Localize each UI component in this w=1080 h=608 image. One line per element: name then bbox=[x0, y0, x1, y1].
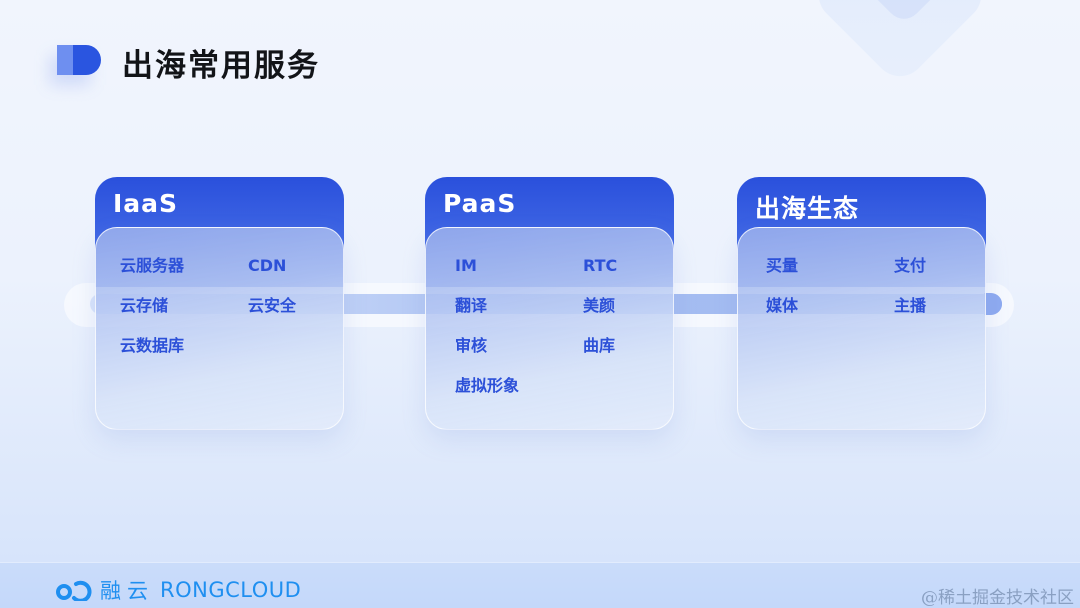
service-item: 美颜 bbox=[583, 296, 616, 315]
service-item: CDN bbox=[248, 256, 287, 275]
service-list: 买量 支付 媒体 主播 bbox=[766, 256, 976, 316]
service-item: 虚拟形象 bbox=[455, 376, 520, 395]
service-item: 媒体 bbox=[766, 296, 799, 315]
service-item: IM bbox=[455, 256, 477, 275]
service-item: 云存储 bbox=[120, 296, 169, 315]
logo-text-cn: 融云 bbox=[100, 579, 154, 603]
rongcloud-logo: 融云 RONGCLOUD bbox=[56, 575, 301, 605]
card-iaas: IaaS 云服务器 CDN 云存储 云安全 云数据库 bbox=[95, 177, 344, 430]
footer: 融云 RONGCLOUD @稀土掘金技术社区 bbox=[0, 562, 1080, 608]
service-item: 翻译 bbox=[455, 296, 488, 315]
card-paas: PaaS IM RTC 翻译 美颜 审核 曲库 虚拟形象 bbox=[425, 177, 674, 430]
service-list: IM RTC 翻译 美颜 审核 曲库 虚拟形象 bbox=[455, 256, 665, 396]
service-item: 主播 bbox=[894, 296, 927, 315]
service-item: 云数据库 bbox=[120, 336, 185, 355]
card-title: PaaS bbox=[443, 189, 517, 218]
service-item: 云安全 bbox=[248, 296, 297, 315]
card-title: 出海生态 bbox=[755, 194, 860, 223]
service-item: 云服务器 bbox=[120, 256, 185, 275]
service-list: 云服务器 CDN 云存储 云安全 云数据库 bbox=[120, 256, 330, 356]
watermark: @稀土掘金技术社区 bbox=[921, 588, 1074, 608]
service-item: 支付 bbox=[894, 256, 927, 275]
service-item: 曲库 bbox=[583, 336, 616, 355]
service-item: 审核 bbox=[455, 336, 488, 355]
title-marker-icon bbox=[57, 45, 101, 75]
card-title: IaaS bbox=[113, 189, 179, 218]
card-body: 云服务器 CDN 云存储 云安全 云数据库 bbox=[95, 227, 344, 430]
card-ecosystem: 出海生态 买量 支付 媒体 主播 bbox=[737, 177, 986, 430]
logo-text-en: RONGCLOUD bbox=[160, 578, 302, 602]
connector-rail-end bbox=[984, 293, 1002, 315]
card-body: 买量 支付 媒体 主播 bbox=[737, 227, 986, 430]
service-item: RTC bbox=[583, 256, 618, 275]
rongcloud-logo-icon bbox=[56, 580, 92, 601]
page-title: 出海常用服务 bbox=[122, 48, 320, 84]
service-item: 买量 bbox=[766, 256, 799, 275]
card-body: IM RTC 翻译 美颜 审核 曲库 虚拟形象 bbox=[425, 227, 674, 430]
